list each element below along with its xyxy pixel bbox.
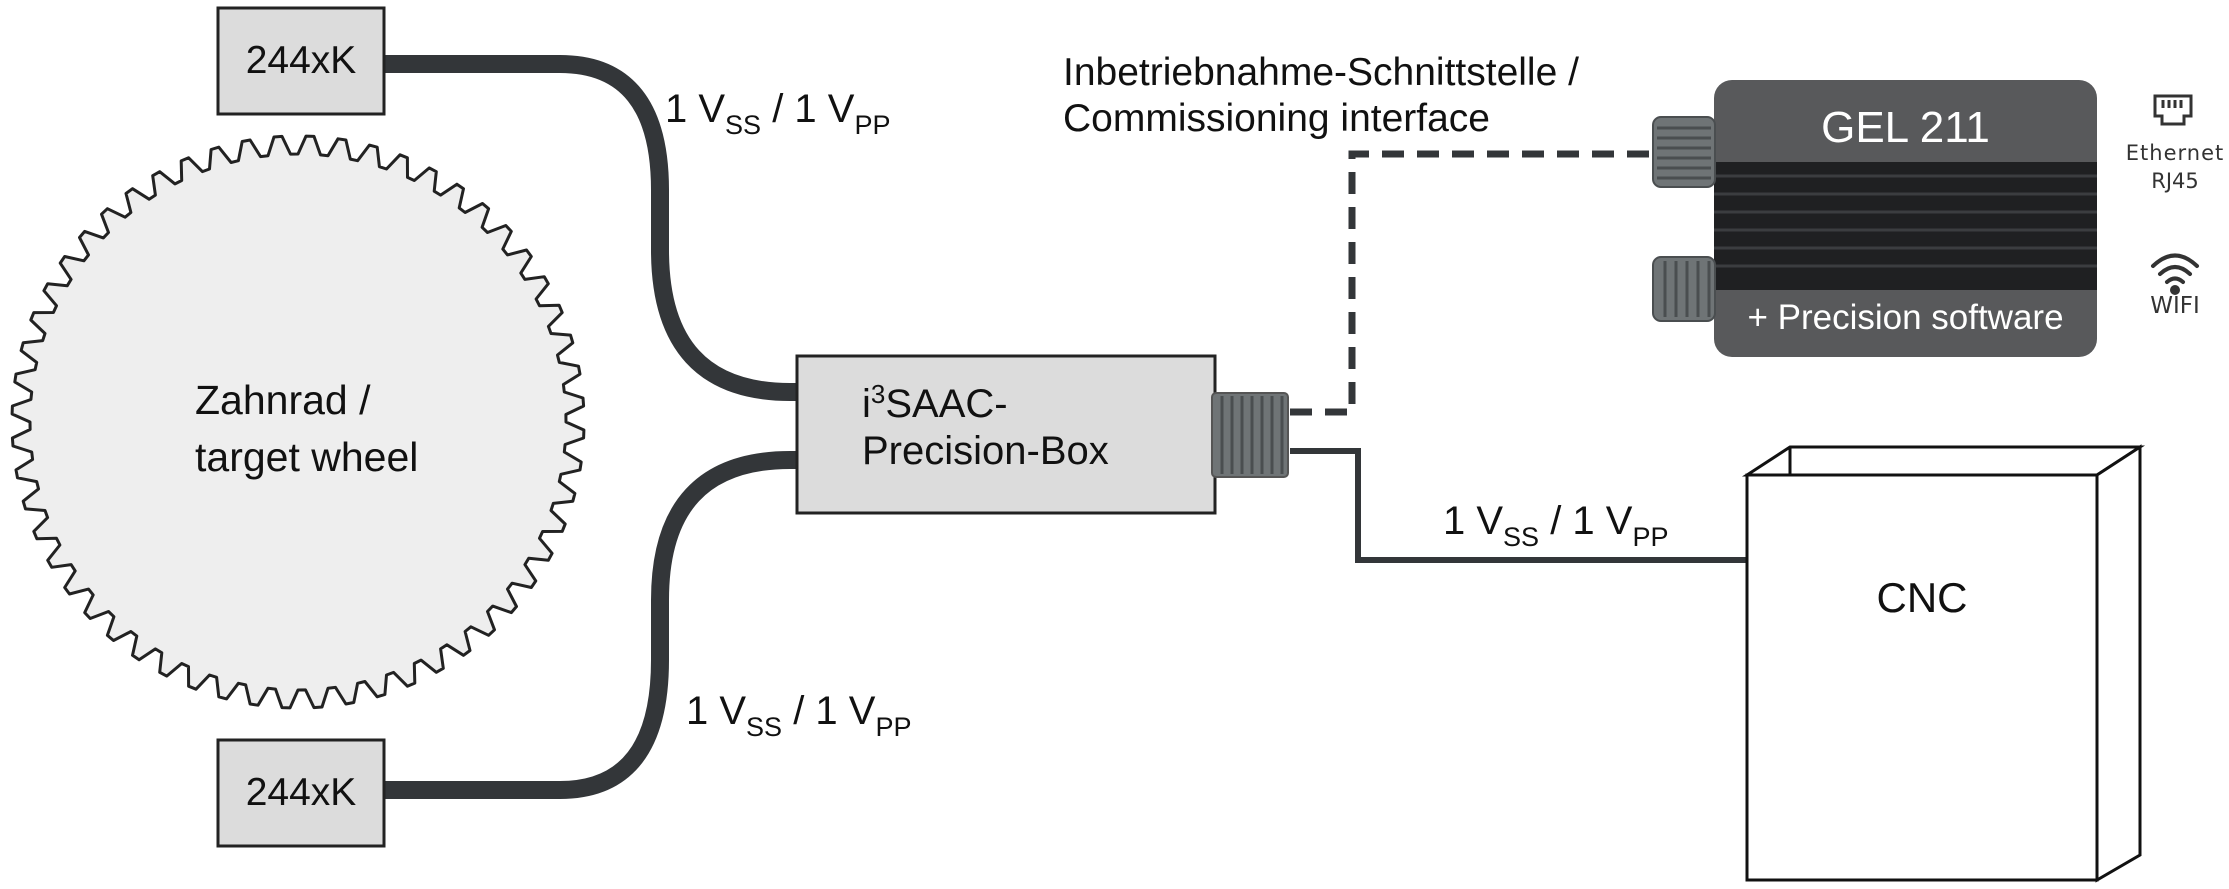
gel-title: GEL 211 — [1821, 103, 1990, 152]
signal-bottom-sep: / 1 V — [782, 689, 876, 733]
gel-fins — [1714, 174, 2097, 268]
commissioning-label-line1: Inbetriebnahme-Schnittstelle / — [1063, 51, 1579, 94]
signal-label-bottom: 1 VSS / 1 VPP — [686, 689, 912, 741]
commissioning-cable — [1290, 150, 1660, 416]
signal-cnc-sub1: SS — [1503, 522, 1540, 552]
precision-box-prefix: i — [862, 382, 871, 426]
ethernet-label-line1: Ethernet — [2125, 141, 2225, 165]
signal-top-sub1: SS — [725, 110, 762, 140]
box-connector-ribs — [1220, 396, 1284, 474]
signal-bottom-sub1: SS — [746, 712, 783, 742]
sensor-top-label: 244xK — [245, 39, 357, 82]
cable-cnc — [1290, 448, 1750, 563]
signal-cnc-v: 1 V — [1443, 499, 1504, 543]
wifi-icon — [2151, 253, 2199, 295]
ethernet-icon — [2153, 94, 2193, 126]
gel-heatsink — [1714, 162, 2097, 290]
sensor-bottom-label: 244xK — [245, 771, 357, 814]
precision-box — [795, 354, 1217, 515]
signal-label-top: 1 VSS / 1 VPP — [665, 87, 891, 139]
target-wheel — [10, 134, 586, 710]
gel-connector-bottom — [1652, 256, 1716, 322]
precision-box-label-line2: Precision-Box — [862, 429, 1109, 473]
wifi-label: WIFI — [2150, 293, 2200, 319]
precision-box-rest: SAAC- — [885, 382, 1008, 426]
gel-footer: + Precision software — [1747, 298, 2064, 337]
signal-top-v: 1 V — [665, 87, 726, 131]
signal-label-cnc: 1 VSS / 1 VPP — [1443, 499, 1669, 551]
sensor-top-box — [216, 6, 386, 116]
signal-cnc-sub2: PP — [1632, 522, 1669, 552]
ethernet-label-line2: RJ45 — [2151, 169, 2199, 193]
signal-top-sub2: PP — [854, 110, 891, 140]
wheel-label-line1: Zahnrad / — [195, 377, 371, 423]
signal-bottom-v: 1 V — [686, 689, 747, 733]
sensor-bottom-box — [216, 738, 386, 848]
wheel-label-line2: target wheel — [195, 434, 419, 480]
commissioning-label-line2: Commissioning interface — [1063, 97, 1491, 140]
signal-cnc-sep: / 1 V — [1539, 499, 1633, 543]
signal-top-sep: / 1 V — [761, 87, 855, 131]
cnc-cabinet — [1741, 444, 2146, 883]
gel-connector-top — [1652, 116, 1716, 188]
precision-box-sup: 3 — [870, 379, 886, 409]
cnc-label: CNC — [1876, 574, 1968, 621]
cable-top — [385, 55, 800, 401]
precision-box-label-line1: i3SAAC- — [862, 381, 1008, 426]
cable-bottom — [385, 451, 800, 799]
signal-bottom-sub2: PP — [875, 712, 912, 742]
